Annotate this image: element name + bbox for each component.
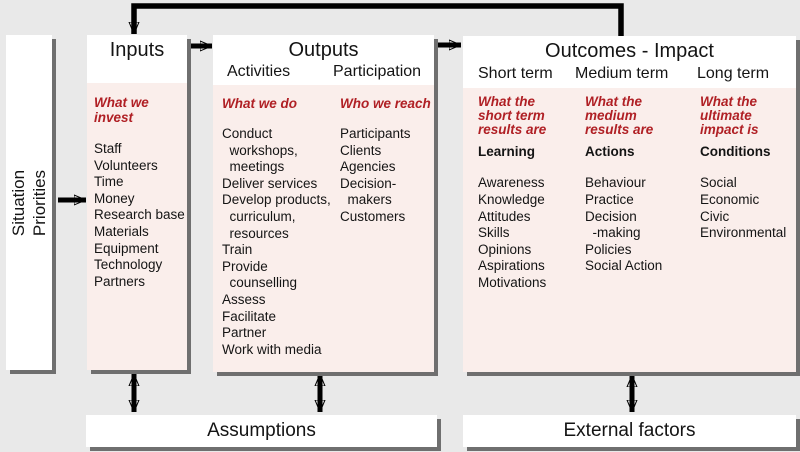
outputs-body: What we do Conduct workshops, meetings D… [213, 85, 434, 372]
inputs-descriptor: What we invest [94, 95, 149, 125]
inputs-column: What we invest Staff Volunteers Time Mon… [94, 95, 186, 290]
external-factors-label: External factors [563, 420, 696, 441]
list-item: Technology [94, 257, 163, 273]
long-term-heading: Long term [697, 65, 770, 82]
list-item: Research base [94, 207, 185, 223]
short-term-descriptor: What the short term results are [478, 94, 547, 137]
list-item: -making [585, 225, 641, 241]
list-item: Participants [340, 126, 411, 141]
list-item: Staff [94, 141, 122, 156]
list-item: makers [340, 192, 392, 208]
list-item: Knowledge [478, 191, 545, 207]
list-item: Awareness [478, 175, 545, 191]
list-item: Social Action [585, 258, 663, 274]
learning-subhead: Learning [478, 144, 536, 160]
participation-column: Who we reach Participants Clients Agenci… [340, 96, 432, 226]
medium-term-descriptor: What the medium results are [585, 94, 654, 137]
long-term-column: What the ultimate impact is Conditions S… [700, 95, 795, 242]
outcomes-body: What the short term results are Learning… [463, 88, 796, 372]
outputs-activities-heading: Activities [227, 63, 291, 80]
list-item: Partners [94, 273, 146, 289]
list-item: Conduct [222, 126, 273, 141]
list-item: Equipment [94, 240, 159, 256]
list-item: resources [222, 225, 289, 241]
list-item: Attitudes [478, 208, 531, 224]
outputs-title: Outputs [288, 39, 359, 61]
list-item: Economic [700, 191, 760, 207]
list-item: Customers [340, 208, 406, 224]
situation-priorities-label: Situation Priorities [9, 169, 49, 236]
list-item: Volunteers [94, 157, 158, 173]
list-item: Civic [700, 208, 730, 224]
outputs-box: Outputs Activities Participation What we… [213, 35, 434, 372]
external-factors-box: External factors [463, 415, 796, 447]
outcomes-impact-box: Outcomes - Impact Short term Medium term… [463, 36, 796, 372]
list-item: Deliver services [222, 175, 318, 191]
list-item: Partner [222, 325, 267, 341]
list-item: Environmental [700, 225, 787, 241]
list-item: Assess [222, 291, 266, 307]
list-item: Motivations [478, 274, 547, 290]
outputs-participation-heading: Participation [333, 63, 422, 80]
conditions-subhead: Conditions [700, 144, 771, 160]
participation-descriptor: Who we reach [340, 96, 431, 111]
long-term-descriptor: What the ultimate impact is [700, 94, 759, 137]
outcomes-title: Outcomes - Impact [545, 40, 714, 62]
list-item: Skills [478, 225, 510, 241]
list-item: workshops, [222, 142, 298, 158]
list-item: Agencies [340, 159, 396, 175]
medium-term-heading: Medium term [575, 65, 669, 82]
list-item: Time [94, 174, 124, 190]
list-item: Work with media [222, 341, 322, 357]
list-item: Aspirations [478, 258, 545, 274]
list-item: Decision- [340, 175, 397, 191]
actions-subhead: Actions [585, 144, 635, 160]
inputs-box: Inputs What we invest Staff Volunteers T… [87, 35, 187, 370]
list-item: meetings [222, 159, 285, 175]
list-item: curriculum, [222, 208, 296, 224]
list-item: Practice [585, 191, 634, 207]
list-item: Materials [94, 223, 149, 239]
inputs-body: What we invest Staff Volunteers Time Mon… [87, 83, 187, 370]
inputs-title: Inputs [109, 39, 165, 61]
activities-descriptor: What we do [222, 96, 297, 111]
list-item: Develop products, [222, 192, 331, 208]
list-item: Policies [585, 241, 632, 257]
list-item: Money [94, 190, 135, 206]
feedback-loop-arrow [134, 3, 624, 36]
assumptions-box: Assumptions [86, 415, 437, 447]
list-item: Social [700, 175, 737, 191]
situation-priorities-bar: Situation Priorities [6, 35, 52, 370]
activities-column: What we do Conduct workshops, meetings D… [222, 96, 340, 358]
list-item: Provide [222, 258, 268, 274]
list-item: Behaviour [585, 175, 646, 191]
list-item: Decision [585, 208, 637, 224]
medium-term-column: What the medium results are Actions Beha… [585, 95, 697, 275]
list-item: counselling [222, 275, 298, 291]
list-item: Clients [340, 142, 382, 158]
list-item: Facilitate [222, 308, 277, 324]
assumptions-label: Assumptions [207, 420, 316, 441]
list-item: Train [222, 242, 253, 258]
short-term-heading: Short term [478, 65, 553, 82]
list-item: Opinions [478, 241, 532, 257]
short-term-column: What the short term results are Learning… [478, 95, 580, 292]
